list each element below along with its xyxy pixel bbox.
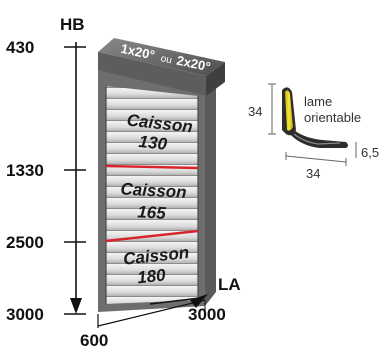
- depth-line: [97, 299, 206, 327]
- separator-1330: [105, 164, 199, 170]
- separator-2500: [105, 229, 199, 243]
- zone-1-value: 130: [138, 132, 169, 154]
- detail-thickness-dim: 6,5: [361, 145, 379, 160]
- tick-label-3000: 3000: [6, 305, 44, 324]
- box-label: 1x20° ou 2x20°: [120, 41, 212, 75]
- tick-label-430: 430: [6, 38, 34, 57]
- width-tick-label: 3000: [188, 305, 226, 324]
- tick-label-1330: 1330: [6, 161, 44, 180]
- box-top: [98, 38, 225, 76]
- width-axis-label: LA: [218, 275, 241, 294]
- blade-yellow: [285, 90, 293, 131]
- zone-2-label: Caisson 165: [120, 179, 187, 222]
- width-line: [149, 297, 201, 305]
- box-side: [206, 62, 225, 96]
- detail-height-dim: 34: [248, 104, 262, 119]
- blade-detail: [268, 83, 357, 166]
- detail-label-line1: lame: [304, 94, 332, 109]
- tick-label-2500: 2500: [6, 233, 44, 252]
- width-arrow-head: [190, 294, 208, 308]
- box-label-left: 1x20°: [120, 41, 156, 63]
- frame-side: [205, 72, 216, 306]
- detail-label-line2: orientable: [304, 110, 361, 125]
- detail-width-dim: 34: [306, 166, 320, 181]
- blade-base: [288, 130, 348, 148]
- shutter: [98, 38, 225, 312]
- zone-2-name: Caisson: [120, 179, 187, 201]
- zone-2-value: 165: [137, 202, 167, 222]
- height-axis-label: HB: [60, 15, 85, 34]
- box-front: [98, 52, 206, 96]
- box-label-right: 2x20°: [175, 53, 211, 75]
- slats: [106, 86, 198, 304]
- height-axis: [64, 42, 86, 315]
- zone-3-value: 180: [136, 265, 167, 287]
- box-label-mid: ou: [160, 53, 173, 66]
- depth-tick-label: 600: [80, 331, 108, 350]
- height-arrow-head: [70, 298, 82, 314]
- base-dimensions: [97, 294, 208, 328]
